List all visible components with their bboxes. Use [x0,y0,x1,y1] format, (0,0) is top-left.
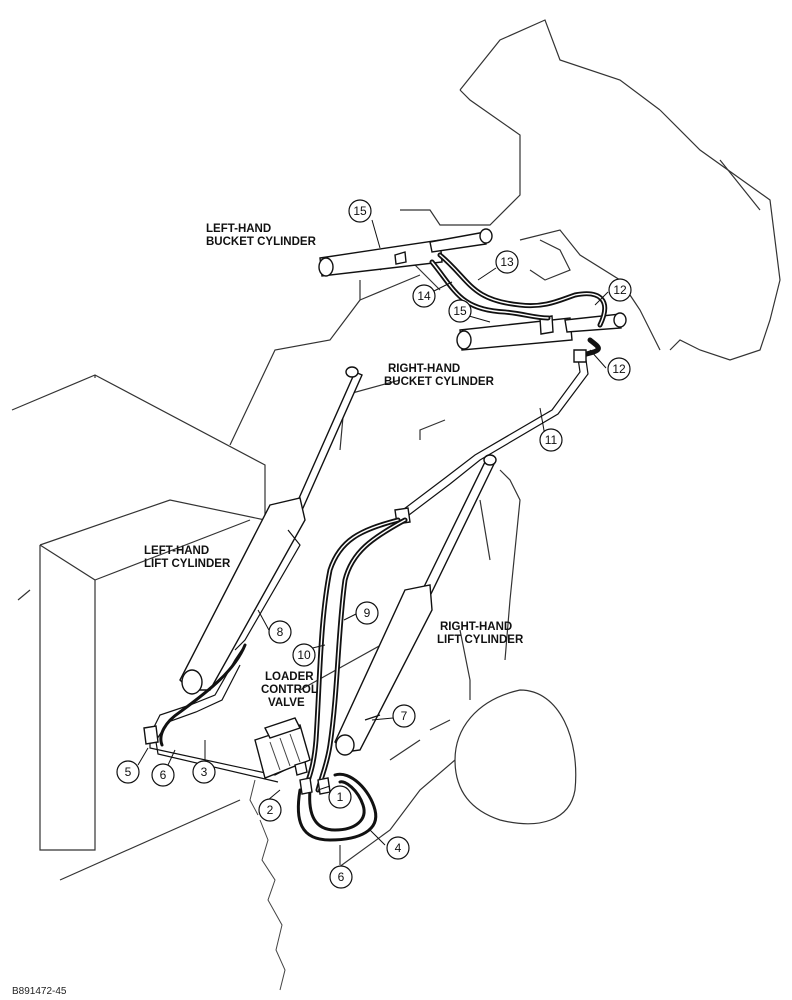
callout-6b: 6 [329,865,353,889]
callout-14: 14 [412,284,436,308]
lh-lift-label-2: LIFT CYLINDER [144,558,231,570]
hoses-9-10 [302,517,408,793]
svg-text:6: 6 [338,870,345,884]
rh-lift-label-2: LIFT CYLINDER [437,634,524,646]
left-hand-bucket-cylinder [318,228,493,277]
callout-13: 13 [495,250,519,274]
callout-12a: 12 [608,278,632,302]
svg-text:12: 12 [613,283,627,297]
callout-2: 2 [258,798,282,822]
svg-text:5: 5 [125,765,132,779]
svg-text:4: 4 [395,841,402,855]
lh-bucket-label-1: LEFT-HAND [206,223,271,235]
callout-15b: 15 [448,299,472,323]
lower-hoses [296,772,378,842]
tubes-11 [394,349,589,525]
callout-7: 7 [392,704,416,728]
svg-text:3: 3 [201,765,208,779]
valve-label-3: VALVE [268,697,305,709]
svg-text:15: 15 [453,304,467,318]
svg-text:8: 8 [277,625,284,639]
lh-lift-label-1: LEFT-HAND [144,545,209,557]
svg-text:13: 13 [500,255,514,269]
svg-text:9: 9 [364,606,371,620]
callout-15a: 15 [348,199,372,223]
rh-lift-label-1: RIGHT-HAND [440,621,512,633]
svg-text:2: 2 [267,803,274,817]
callout-6a: 6 [151,763,175,787]
callout-5: 5 [116,760,140,784]
callout-10: 10 [292,643,316,667]
right-hand-bucket-cylinder [456,312,627,351]
rh-bucket-label-1: RIGHT-HAND [388,363,460,375]
right-hand-lift-cylinder [334,454,497,756]
callout-12b: 12 [607,357,631,381]
left-hand-lift-cylinder [179,366,363,695]
callout-8: 8 [268,620,292,644]
svg-text:1: 1 [337,790,344,804]
svg-text:12: 12 [612,362,626,376]
svg-text:7: 7 [401,709,408,723]
loader-control-valve [254,717,331,795]
machine-outline [11,19,781,991]
svg-text:11: 11 [545,433,558,447]
callouts: 15 13 14 15 12 12 11 9 10 8 7 1 2 3 4 6 … [116,199,632,889]
callout-3: 3 [192,760,216,784]
figure-code: B891472-45 [12,986,67,997]
valve-label-1: LOADER [265,671,314,683]
svg-text:14: 14 [417,289,431,303]
lh-bucket-label-2: BUCKET CYLINDER [206,236,317,248]
callout-4: 4 [386,836,410,860]
callout-9: 9 [355,601,379,625]
rh-bucket-label-2: BUCKET CYLINDER [384,376,495,388]
bucket-hoses [429,252,608,358]
component-labels: LEFT-HAND BUCKET CYLINDER RIGHT-HAND BUC… [144,223,524,709]
callout-1: 1 [328,785,352,809]
svg-text:10: 10 [297,648,311,662]
valve-label-2: CONTROL [261,684,318,696]
svg-text:15: 15 [353,204,367,218]
svg-text:6: 6 [160,768,167,782]
callout-11: 11 [539,428,563,452]
